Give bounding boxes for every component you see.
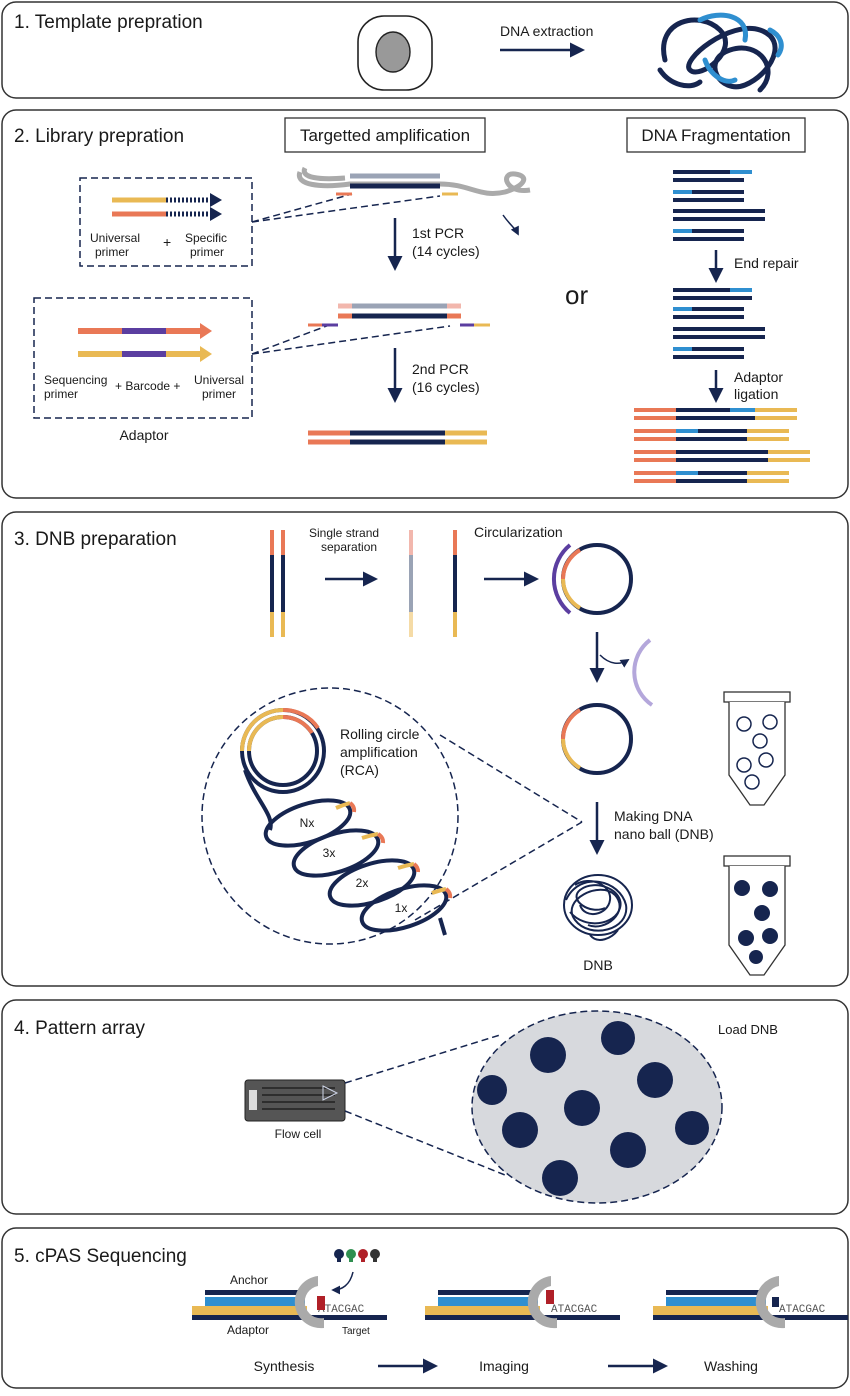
pcr2-product [308,430,487,445]
making-dnb-label-b: nano ball (DNB) [614,826,714,842]
sequencing-primer-label-a: Sequencing [44,373,107,387]
loop-label-3x: 3x [323,846,336,860]
panel-1-title: 1. Template prepration [14,12,203,33]
tube-dnb-icon [723,855,791,976]
loop-label-nx: Nx [300,816,315,830]
adaptor-box [33,297,253,419]
sequencing-step-imaging: ATACGAC [425,1276,620,1329]
separated-strands [409,530,457,637]
step-synthesis-label: Synthesis [254,1358,315,1374]
probe-colors [334,1249,380,1262]
step-imaging-label: Imaging [479,1358,529,1374]
sequencing-primer-label-b: primer [44,387,78,401]
flow-cell-label: Flow cell [275,1127,322,1141]
adaptor-ligation-label-a: Adaptor [734,369,783,385]
panel-5-title: 5. cPAS Sequencing [14,1246,187,1267]
pcr1-label-a: 1st PCR [412,225,464,241]
dnb-array [477,1021,709,1196]
panel-4-title: 4. Pattern array [14,1018,145,1039]
rca-label-a: Rolling circle [340,726,420,742]
primer-plus-sign: + [163,234,171,250]
making-dnb-label-a: Making DNA [614,808,693,824]
panel-1-template-preparation: 1. Template prepration DNA extraction [1,1,849,99]
universal-primer2-label-b: primer [202,387,236,401]
universal-primer-label-a: Universal [90,231,140,245]
adaptor-ligation-label-b: ligation [734,386,778,402]
single-circle [561,703,633,775]
cell-icon [357,15,433,91]
pcr2-label-b: (16 cycles) [412,379,480,395]
load-dnb-label: Load DNB [718,1022,778,1037]
fragments-raw [673,170,765,241]
dna-strand-icon [657,12,784,93]
flow-cell-icon [244,1079,346,1122]
pcr2-label-a: 2nd PCR [412,361,469,377]
polymerase-icon [294,1276,324,1329]
rca-structure [240,707,453,936]
single-strand-label-a: Single strand [309,526,379,540]
pcr1-product [308,303,490,327]
target-label: Target [342,1326,370,1337]
sequence-text-2: ATACGAC [551,1304,598,1316]
primer-arrows [112,193,222,221]
template-dna [296,166,531,236]
single-strand-label-b: separation [321,540,377,554]
rca-zoom-circle [201,687,459,945]
adaptor-seq-label: Adaptor [227,1323,269,1337]
specific-primer-label-b: primer [190,245,224,259]
fragments-repaired [673,288,765,359]
double-strand [270,530,285,637]
released-splint [632,638,654,707]
circularized-dna [552,543,633,615]
panel-2-title: 2. Library prepration [14,126,184,147]
universal-primer2-label-a: Universal [194,373,244,387]
step-washing-label: Washing [704,1358,758,1374]
panel-3-dnb-preparation: 3. DNB preparation Single strand separat… [1,511,849,987]
dna-fragmentation-box: DNA Fragmentation [641,126,790,145]
adaptor-label: Adaptor [119,427,168,443]
circularization-label: Circularization [474,524,563,540]
specific-primer-label-a: Specific [185,231,227,245]
sequence-text-3: ATACGAC [779,1304,826,1316]
rca-label-c: (RCA) [340,762,379,778]
loop-label-2x: 2x [356,876,369,890]
or-label: or [565,280,588,310]
sequence-text-1: ATACGAC [318,1304,365,1316]
pcr1-label-b: (14 cycles) [412,243,480,259]
panel-2-library-preparation: 2. Library prepration Targetted amplific… [1,109,849,499]
dnb-icon [563,874,633,941]
panel-5-cpas-sequencing: 5. cPAS Sequencing Anchor Adaptor Target… [1,1227,849,1389]
end-repair-label: End repair [734,255,799,271]
universal-primer-label-b: primer [95,245,129,259]
loop-label-1x: 1x [395,901,408,915]
targeted-amplification-box: Targetted amplification [300,126,470,145]
dna-extraction-label: DNA extraction [500,23,593,39]
anchor-label: Anchor [230,1273,268,1287]
rca-label-b: amplification [340,744,418,760]
tube-icon [723,691,791,806]
sequencing-step-washing: ATACGAC [653,1276,848,1329]
dnb-label: DNB [583,957,613,973]
fragments-ligated [634,408,810,483]
panel-3-title: 3. DNB preparation [14,529,177,550]
barcode-label: + Barcode + [115,379,180,393]
adaptor-arrows [78,323,212,362]
panel-4-pattern-array: 4. Pattern array Flow cell Load DNB [1,999,849,1215]
sequencing-step-synthesis: ATACGAC [192,1276,387,1329]
